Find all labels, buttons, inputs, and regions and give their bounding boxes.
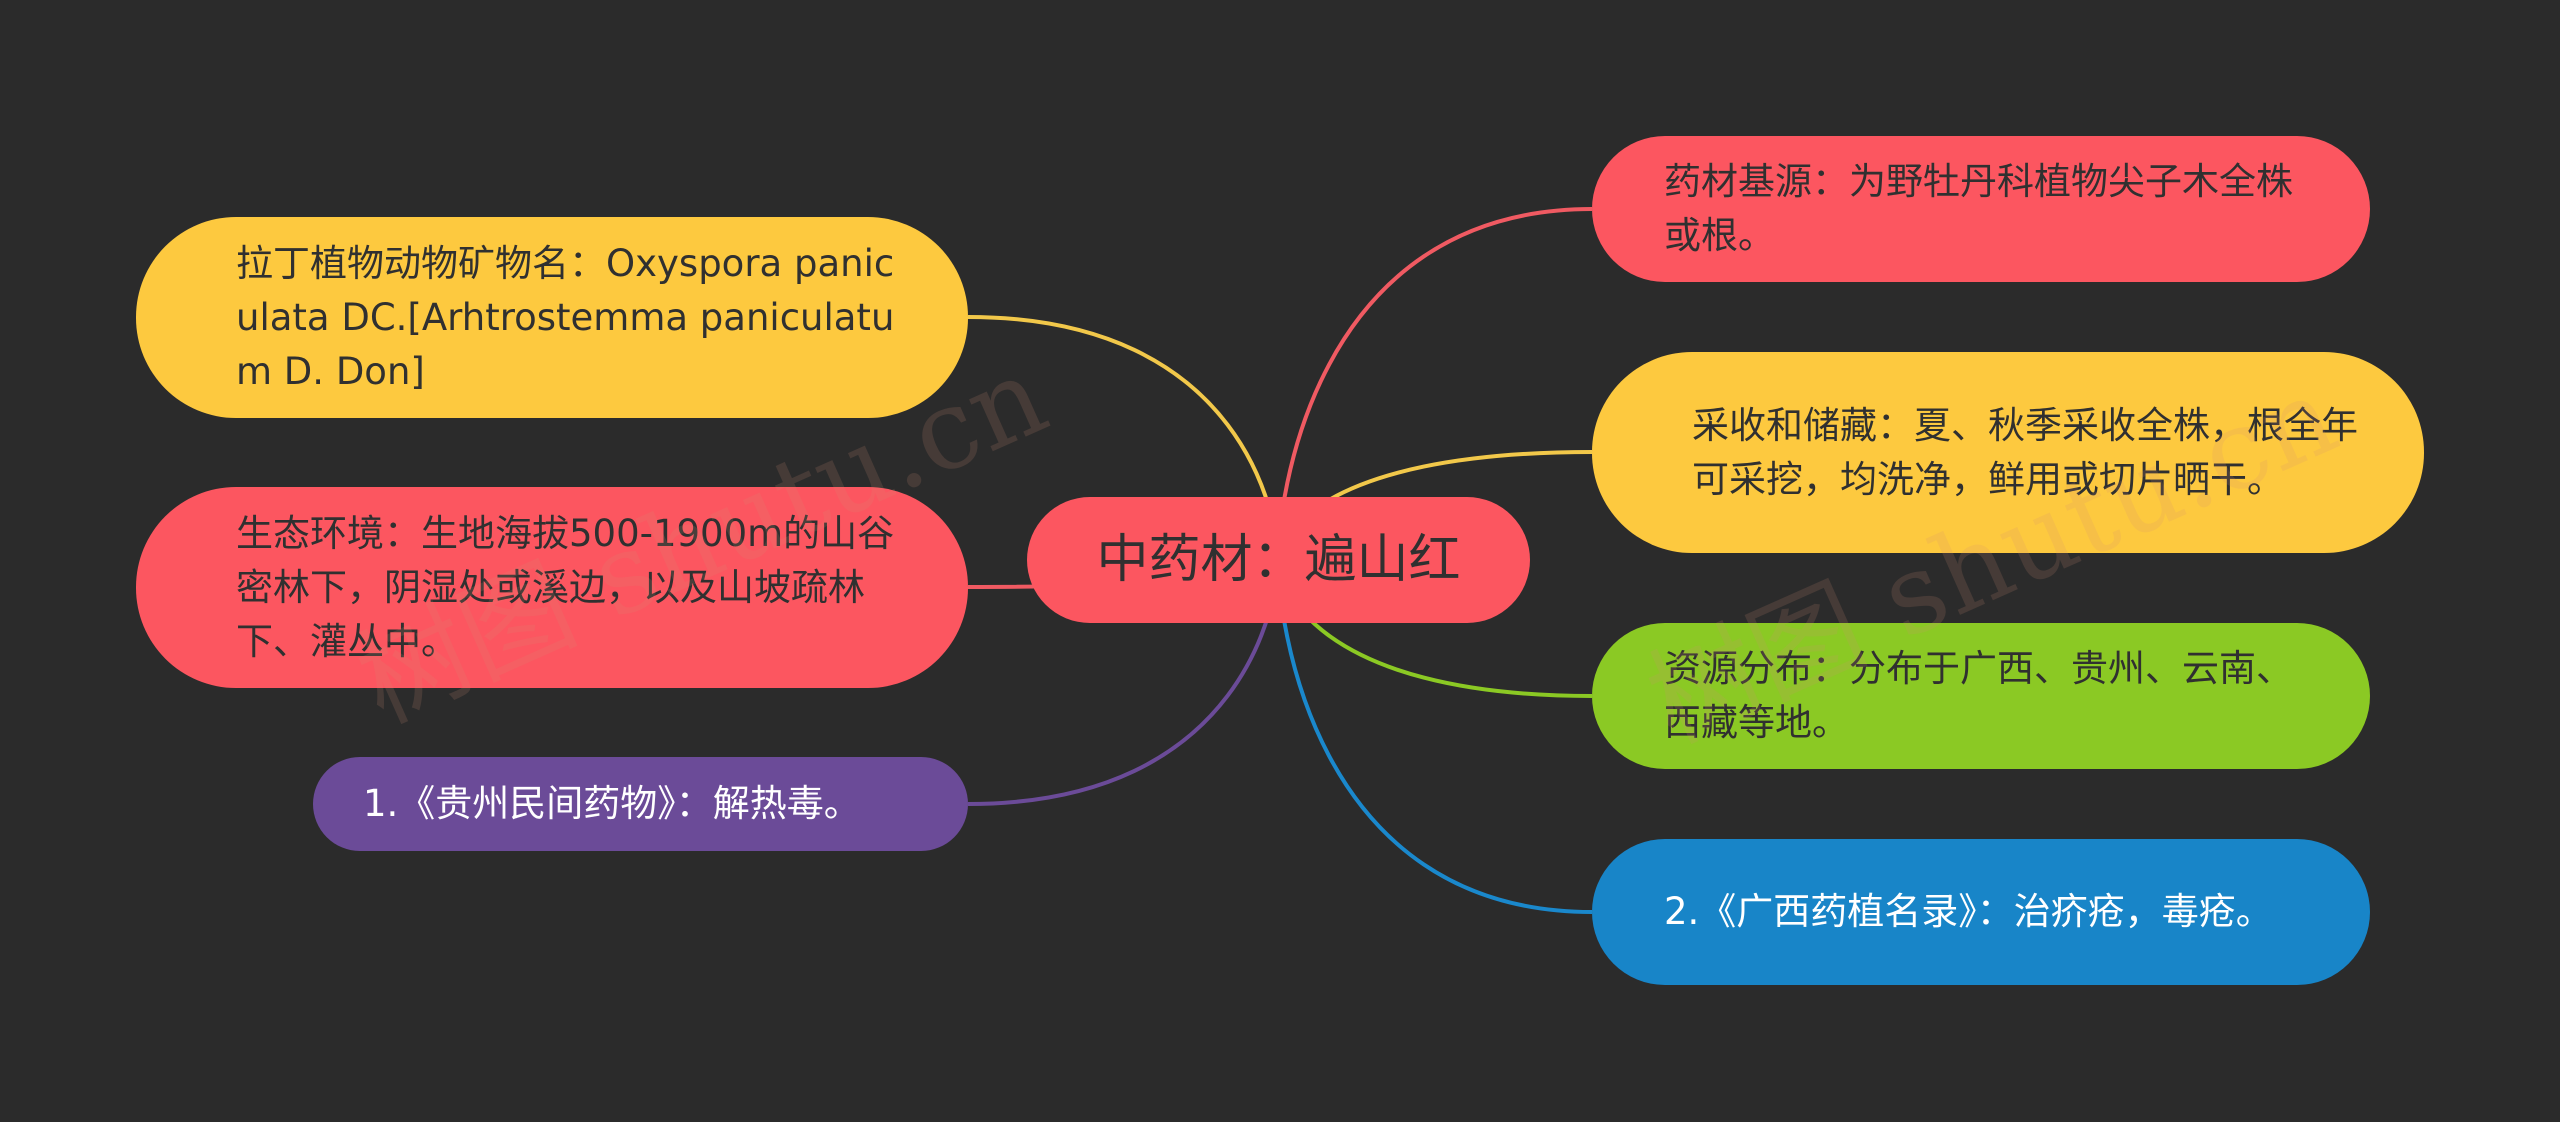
branch-reference-guangxi[interactable]: 2.《广西药植名录》：治疥疮，毒疮。 [1592,839,2370,985]
branch-ecology[interactable]: 生态环境：生地海拔500-1900m的山谷密林下，阴湿处或溪边，以及山坡疏林下、… [136,487,968,688]
branch-distribution-label: 资源分布：分布于广西、贵州、云南、西藏等地。 [1664,647,2293,744]
branch-latin-name[interactable]: 拉丁植物动物矿物名：Oxyspora paniculata DC.[Arhtro… [136,217,968,418]
branch-reference-guizhou-label: 1.《贵州民间药物》：解热毒。 [363,782,861,825]
branch-harvest-storage-label: 采收和储藏：夏、秋季采收全株，根全年可采挖，均洗净，鲜用或切片晒干。 [1692,403,2358,501]
branch-distribution[interactable]: 资源分布：分布于广西、贵州、云南、西藏等地。 [1592,623,2370,769]
central-topic-label: 中药材：遍山红 [1096,530,1461,590]
branch-ecology-label: 生态环境：生地海拔500-1900m的山谷密林下，阴湿处或溪边，以及山坡疏林下、… [236,511,895,663]
branch-reference-guizhou[interactable]: 1.《贵州民间药物》：解热毒。 [313,757,968,851]
branch-source-label: 药材基源：为野牡丹科植物尖子木全株或根。 [1664,160,2293,257]
central-topic[interactable]: 中药材：遍山红 [1027,497,1530,623]
branch-reference-guangxi-label: 2.《广西药植名录》：治疥疮，毒疮。 [1664,890,2273,933]
branch-latin-name-label: 拉丁植物动物矿物名：Oxyspora paniculata DC.[Arhtro… [236,241,895,393]
branch-harvest-storage[interactable]: 采收和储藏：夏、秋季采收全株，根全年可采挖，均洗净，鲜用或切片晒干。 [1592,352,2424,553]
branch-source[interactable]: 药材基源：为野牡丹科植物尖子木全株或根。 [1592,136,2370,282]
